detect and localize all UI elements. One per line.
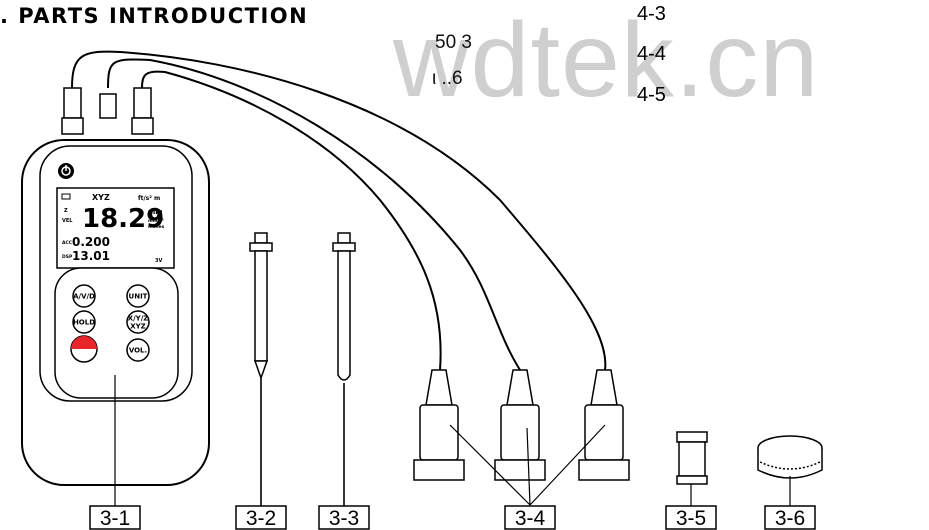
section-ref-4-5: 4-5 [637, 84, 666, 106]
section-ref-4-4: 4-4 [637, 43, 666, 65]
label-adapter: 3-5 [676, 507, 706, 530]
meter-device [21, 139, 210, 486]
magnetic-base [757, 435, 823, 479]
cable-3 [141, 70, 442, 371]
lcd-unit-ms2: mm/s² [148, 218, 164, 224]
lcd-main-value: 18.29 [82, 204, 164, 234]
btn-avd: A/V/D [73, 293, 95, 301]
btn-vol: VOL. [129, 347, 147, 355]
watermark: wdtek.cn [393, 1, 820, 119]
top-connectors [61, 87, 154, 135]
lcd-unit-inches: inches [148, 224, 165, 230]
sensor-2 [494, 369, 546, 481]
leader-lines [114, 375, 791, 508]
adapter [676, 431, 708, 485]
btn-unit: UNIT [129, 293, 148, 301]
lcd-sub-value: 0.200 [72, 235, 110, 249]
lcd-mode-vel: VEL [62, 218, 73, 224]
lcd-unit-mm: mm [148, 208, 163, 216]
text-fragment-2: ι ..6 [432, 68, 463, 89]
text-fragment-1: 50 3 [435, 32, 472, 53]
cable-1 [71, 50, 607, 371]
lcd-sub-value2: 13.01 [72, 249, 110, 263]
cable-2 [107, 58, 521, 371]
lcd-unit-top: ft/s² m [138, 195, 160, 202]
label-probe-short: 3-3 [329, 507, 359, 530]
sensor-1 [413, 369, 465, 481]
label-boxes [89, 505, 816, 530]
btn-hold: HOLD [73, 319, 95, 327]
label-magnet-base: 3-6 [775, 507, 805, 530]
lcd-axis: XYZ [92, 193, 110, 202]
lcd-mode-z: Z [64, 208, 68, 214]
lcd-voltage: 3V [155, 258, 162, 264]
section-ref-4-3: 4-3 [637, 3, 666, 25]
btn-xyz-2: XYZ [130, 323, 146, 331]
lcd-mode-dsp: DSP [62, 254, 73, 260]
label-probe-long: 3-2 [246, 507, 276, 530]
sensor-cables [71, 50, 607, 371]
label-sensors: 3-4 [515, 507, 546, 530]
lcd-screen [56, 187, 175, 269]
keypad [54, 267, 179, 399]
btn-xyz-1: X/Y/Z [128, 315, 149, 323]
sensor-3 [578, 369, 630, 481]
lcd-mode-acc: ACC [62, 240, 73, 246]
label-meter: 3-1 [100, 507, 130, 530]
page-title: . PARTS INTRODUCTION [0, 4, 309, 28]
sensor-bodies [413, 369, 630, 481]
